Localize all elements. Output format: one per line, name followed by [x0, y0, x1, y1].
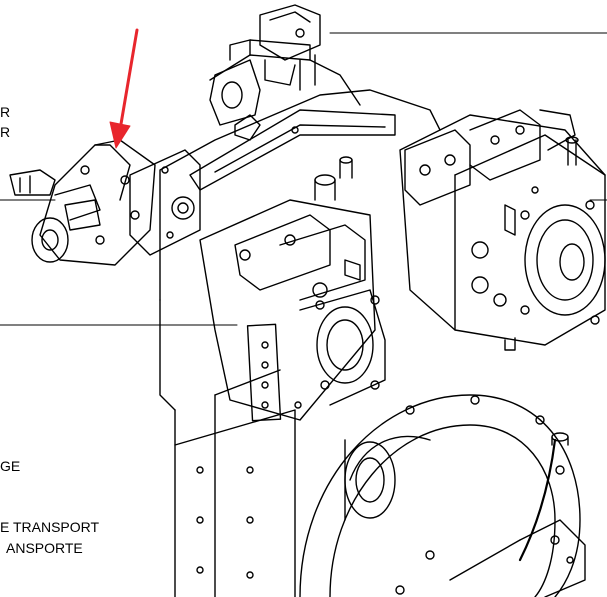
- callout-label-r2: R: [0, 124, 11, 140]
- right-pump: [399, 109, 606, 351]
- callout-label-r1: R: [0, 104, 11, 120]
- center-pump: [199, 156, 386, 422]
- red-pointer-arrow: [109, 28, 139, 149]
- bolt-icon: [339, 156, 353, 164]
- callout-label-ge: GE: [0, 458, 21, 474]
- hose-icon: [518, 438, 557, 562]
- upper-valve-bracket: [209, 4, 321, 141]
- main-housing: [129, 39, 441, 597]
- left-pump: [9, 139, 156, 266]
- callout-label-transport: E TRANSPORT: [0, 519, 100, 535]
- bell-housing: [174, 394, 586, 597]
- leader-lines: [0, 32, 607, 326]
- callout-label-transporte: ANSPORTE: [6, 540, 83, 556]
